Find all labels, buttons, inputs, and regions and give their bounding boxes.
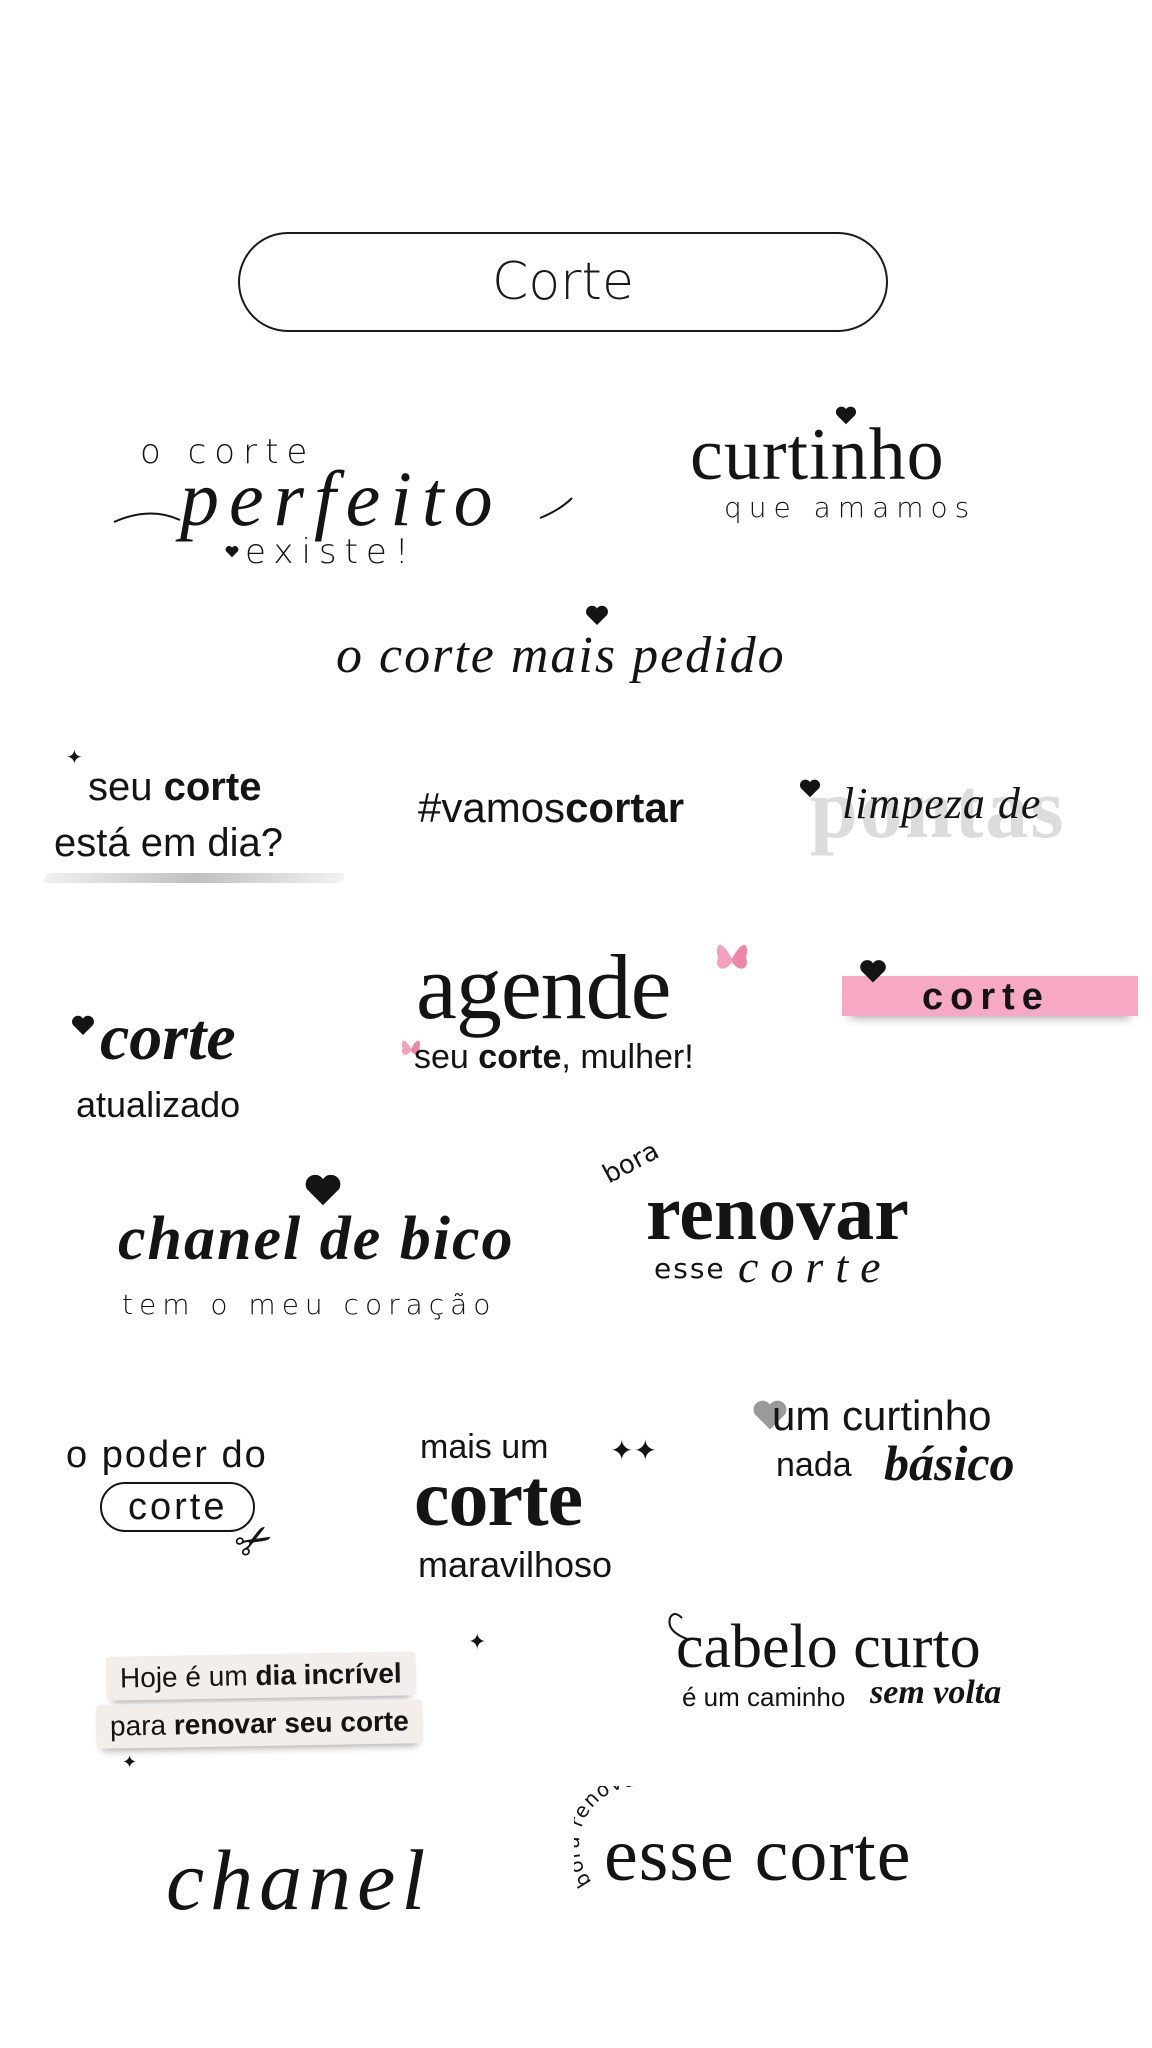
sticker-pre: esse [654,1252,726,1285]
sticker-vamos-cortar[interactable]: #vamoscortar [418,784,748,844]
sticker-pill: corte [100,1482,256,1532]
sticker-poder[interactable]: o poder do corte ✂ [66,1434,336,1584]
sticker-bora-renovar[interactable]: bora renovar esse corte [598,1136,992,1298]
heart-icon [753,1400,787,1430]
sticker-em-dia[interactable]: ✦ seu corte está em dia? [42,745,346,895]
sticker-hoje[interactable]: ✦ Hoje é um dia incrível para renovar se… [95,1630,516,1780]
header-title: Corte [492,252,634,312]
sticker-sub: atualizado [76,1084,241,1125]
sticker-script-line2: perfeito [180,455,503,542]
sticker-corte-perfeito[interactable]: o corte perfeito existe! [110,432,580,572]
line1-a: Hoje é um [119,1660,248,1694]
word-mulher: , mulher! [561,1038,694,1076]
sticker-line3: maravilhoso [418,1544,613,1585]
line1-b: dia incrível [255,1657,402,1692]
sticker-esse-corte[interactable]: bora renovar esse corte [574,1786,994,1916]
sticker-script: corte [100,1001,236,1074]
sticker-big: agende [416,936,672,1038]
sticker-big: corte [414,1455,583,1543]
sticker-text: corte [922,976,1050,1018]
heart-icon [586,605,608,625]
sticker-line2: está em dia? [54,821,284,865]
sticker-curtinho[interactable]: curtinho que amamos [690,405,1020,535]
sticker-script: básico [884,1435,1015,1491]
sticker-script: limpeza de [842,779,1042,828]
sticker-line1: seu corte [88,765,261,810]
sparkle-icon: ✦ [66,745,83,769]
sticker-big-word: curtinho [690,414,945,496]
sticker-script: corte [738,1241,893,1292]
sticker-script: o corte mais pedido [336,627,786,684]
heart-icon [225,546,239,558]
sticker-cabelo-curto[interactable]: cabelo curto é um caminho sem volta [660,1612,1080,1722]
heart-icon [305,1174,341,1206]
sticker-line2: seu corte, mulher! [414,1038,694,1077]
word-seu: seu [414,1038,469,1076]
sticker-big: cabelo curto [676,1613,981,1681]
sticker-script: sem volta [870,1674,1002,1711]
sticker-chanel-bico[interactable]: chanel de bico tem o meu coração [116,1172,536,1332]
sticker-limpeza[interactable]: pontas limpeza de [798,758,1138,868]
sticker-corte-ribbon[interactable]: corte [842,958,1138,1028]
sticker-bold: cortar [565,784,685,831]
sticker-chanel[interactable]: chanel [166,1830,456,1940]
flourish-line [668,1613,691,1641]
sticker-mais-um[interactable]: mais um ✦✦ corte maravilhoso [414,1428,674,1598]
sparkle-icon: ✦✦ [610,1434,657,1467]
word-seu: seu [88,765,153,809]
heart-icon [799,779,821,798]
sparkle-icon: ✦ [122,1752,138,1773]
line2-b: renovar seu corte [173,1705,410,1741]
heart-icon [860,960,886,983]
sticker-big: renovar [646,1169,909,1256]
sticker-line2: para renovar seu corte [95,1699,424,1749]
sticker-sub: tem o meu coração [122,1288,497,1321]
sticker-text-line3: existe! [245,532,417,572]
line2-a: para [109,1709,167,1742]
butterfly-icon [716,944,748,969]
sticker-line1: mais um [420,1428,549,1466]
sticker-bg-word: pontas [810,760,1066,856]
sticker-sub: que amamos [724,491,977,524]
sparkle-icon: ✦ [468,1630,487,1655]
butterfly-icon [401,1040,421,1055]
sticker-pre: é um caminho [682,1682,846,1712]
sticker-agende[interactable]: agende seu corte, mulher! [396,934,776,1084]
sticker-line1: Hoje é um dia incrível [105,1651,417,1701]
sticker-atualizado[interactable]: corte atualizado [70,1000,330,1130]
sticker-script: chanel de bico [118,1205,515,1273]
sticker-prefix: #vamos [418,784,566,831]
sticker-line1: um curtinho [772,1392,992,1439]
sticker-um-curtinho[interactable]: um curtinho nada básico [750,1390,1120,1520]
heart-icon [72,1015,94,1035]
word-corte: corte [478,1038,562,1076]
header-pill: Corte [238,232,888,332]
sticker-text-line1: o corte [140,432,316,472]
pink-ribbon [842,976,1138,1016]
arc-text: bora renovar [574,1786,647,1892]
sticker-script: chanel [166,1832,432,1928]
sticker-mais-pedido[interactable]: o corte mais pedido [336,600,856,700]
word-corte: corte [163,765,262,809]
sticker-line1: o poder do [66,1434,268,1476]
line3-wrap: existe! [225,532,416,572]
sticker-big: esse corte [604,1813,912,1897]
flourish-line [113,497,573,523]
heart-icon [835,406,857,425]
shadow-stroke [42,873,346,883]
sticker-pre: nada [776,1446,852,1484]
